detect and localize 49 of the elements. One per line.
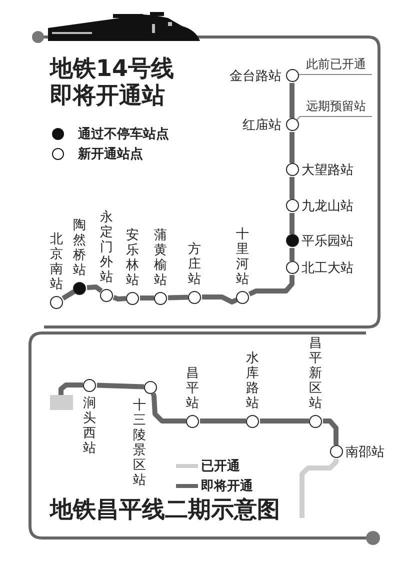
line-segment — [112, 295, 126, 302]
station-block — [50, 395, 73, 410]
line-segment — [290, 248, 294, 261]
station-name: 红庙站 — [242, 116, 282, 134]
leader-line — [298, 74, 372, 76]
line-segment — [323, 418, 338, 445]
line-segment — [150, 392, 186, 424]
annotation-text: 此前已开通 — [305, 56, 367, 73]
station-name: 平乐园站 — [302, 232, 354, 250]
legend-text: 通过不停车站点 — [78, 126, 169, 143]
legend-text: 新开通站点 — [78, 146, 143, 163]
leader-line — [296, 116, 372, 120]
station-name: 昌平新区站 — [308, 336, 322, 410]
line-segment — [290, 177, 294, 199]
station-name: 北工大站 — [302, 260, 354, 276]
legend-text: 即将开通 — [201, 478, 253, 495]
station-name: 方庄站 — [188, 242, 202, 286]
line-segment — [290, 213, 294, 234]
line-segment — [168, 294, 188, 300]
station-name: 水库路站 — [246, 350, 260, 410]
station-name: 九龙山站 — [302, 198, 354, 214]
station-name: 北京南站 — [50, 232, 64, 292]
line-segment — [140, 296, 154, 300]
station-name: 十里河站 — [236, 226, 250, 286]
station-name: 金台路站 — [230, 68, 282, 84]
legend-text: 已开通 — [201, 458, 240, 475]
line-segment — [202, 294, 238, 304]
annotation-text: 远期预留站 — [305, 98, 367, 115]
station-name: 安乐林站 — [126, 228, 140, 288]
line-segment — [260, 418, 309, 424]
station-name: 陶然桥站 — [72, 218, 86, 278]
line-segment — [58, 382, 83, 395]
line-segment — [290, 83, 294, 118]
line-segment — [200, 418, 246, 424]
line-segment — [96, 382, 144, 390]
station-name: 昌平站 — [186, 366, 200, 410]
station-name: 南邵站 — [346, 444, 384, 460]
line-segment — [248, 275, 294, 296]
station-name: 永定门外站 — [100, 210, 114, 284]
station-name: 涧头西站 — [82, 396, 96, 456]
line-segment — [86, 284, 103, 293]
station-name: 十三陵景区站 — [132, 398, 146, 488]
line-segment — [300, 459, 338, 518]
title: 地铁14号线即将开通站 — [50, 56, 174, 110]
station-name: 蒲黄榆站 — [154, 228, 168, 288]
line-segment — [290, 132, 294, 163]
line-segment — [62, 289, 76, 301]
caption: 地铁昌平线二期示意图 — [50, 497, 280, 524]
station-name: 大望路站 — [302, 162, 354, 178]
